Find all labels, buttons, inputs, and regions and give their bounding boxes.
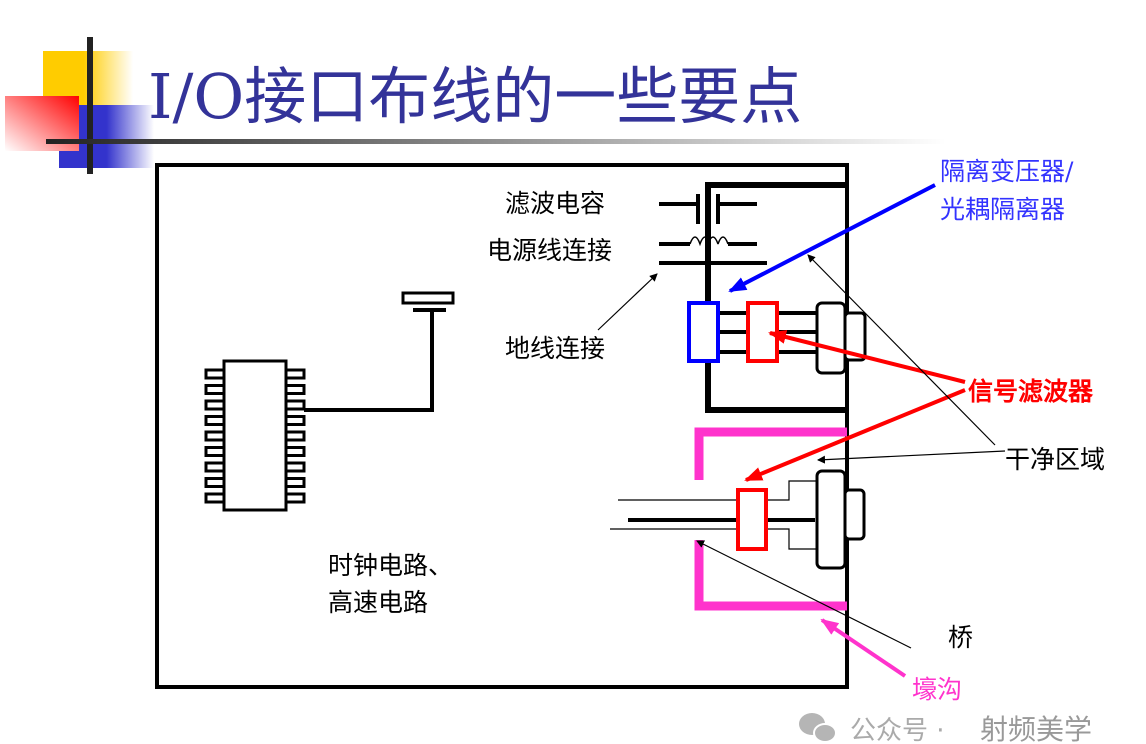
chip-pin [204, 399, 226, 411]
chip-pin [204, 492, 226, 504]
watermark-prefix: 公众号 · [850, 716, 945, 744]
clock-trace [304, 310, 434, 412]
inductor-symbol [659, 236, 757, 247]
label-clean-area: 干净区域 [1005, 445, 1105, 474]
clean-area-boundary [705, 182, 847, 413]
chip-pin [284, 415, 306, 426]
lower-signal-filter [736, 488, 768, 551]
chip-pin [204, 461, 226, 473]
watermark-name: 射频美学 [980, 713, 1092, 744]
signal-filter-arrow-upper [768, 330, 966, 384]
slide-decoration-logo [5, 37, 946, 174]
label-clock-circuit: 时钟电路、 [328, 551, 453, 580]
label-bridge: 桥 [948, 623, 973, 652]
ic-chip [204, 359, 306, 512]
label-high-speed-circuit: 高速电路 [328, 588, 428, 617]
bridge-arrow [696, 540, 912, 649]
lower-signal-lines [610, 480, 816, 550]
chip-pin [204, 430, 226, 442]
chip-pin [284, 446, 306, 457]
chip-pin [284, 461, 306, 473]
label-isolation-line1: 隔离变压器/ [940, 157, 1074, 186]
chip-pin [284, 477, 306, 488]
chip-pin [284, 430, 306, 442]
label-ground-line-connection: 地线连接 [505, 334, 605, 363]
chip-pin [204, 384, 226, 395]
crystal-oscillator-symbol [401, 291, 455, 312]
label-moat: 壕沟 [912, 675, 962, 704]
chip-pin [204, 368, 226, 380]
label-signal-filter: 信号滤波器 [968, 377, 1094, 406]
ground-connection-arrow [597, 273, 658, 331]
label-isolation-line2: 光耦隔离器 [940, 195, 1065, 224]
moat-arrow [820, 618, 907, 678]
clean-area-arrow-lower [817, 450, 1006, 464]
chip-pin [284, 384, 306, 395]
filter-capacitor-symbol [659, 194, 757, 224]
upper-connector-tab [843, 311, 867, 362]
page-title: I/O接口布线的一些要点 [148, 60, 802, 133]
isolation-device [687, 301, 720, 363]
lower-connector [815, 469, 847, 570]
label-filter-capacitor: 滤波电容 [505, 189, 605, 218]
chip-pin [204, 477, 226, 488]
pcb-outline [155, 163, 849, 689]
chip-pin [284, 492, 306, 504]
isolation-arrow [728, 183, 936, 293]
upper-connector [815, 301, 847, 375]
lower-connector-tab [843, 488, 866, 541]
clean-area-arrow-upper [807, 254, 996, 446]
chip-pin [284, 368, 306, 380]
chip-pin [204, 446, 226, 457]
chip-pin [284, 399, 306, 411]
wechat-icon [799, 713, 837, 743]
label-power-line-connection: 电源线连接 [487, 236, 612, 265]
chip-pin [204, 415, 226, 426]
moat-trench [694, 427, 847, 611]
signal-filter-arrow-lower [744, 388, 966, 482]
